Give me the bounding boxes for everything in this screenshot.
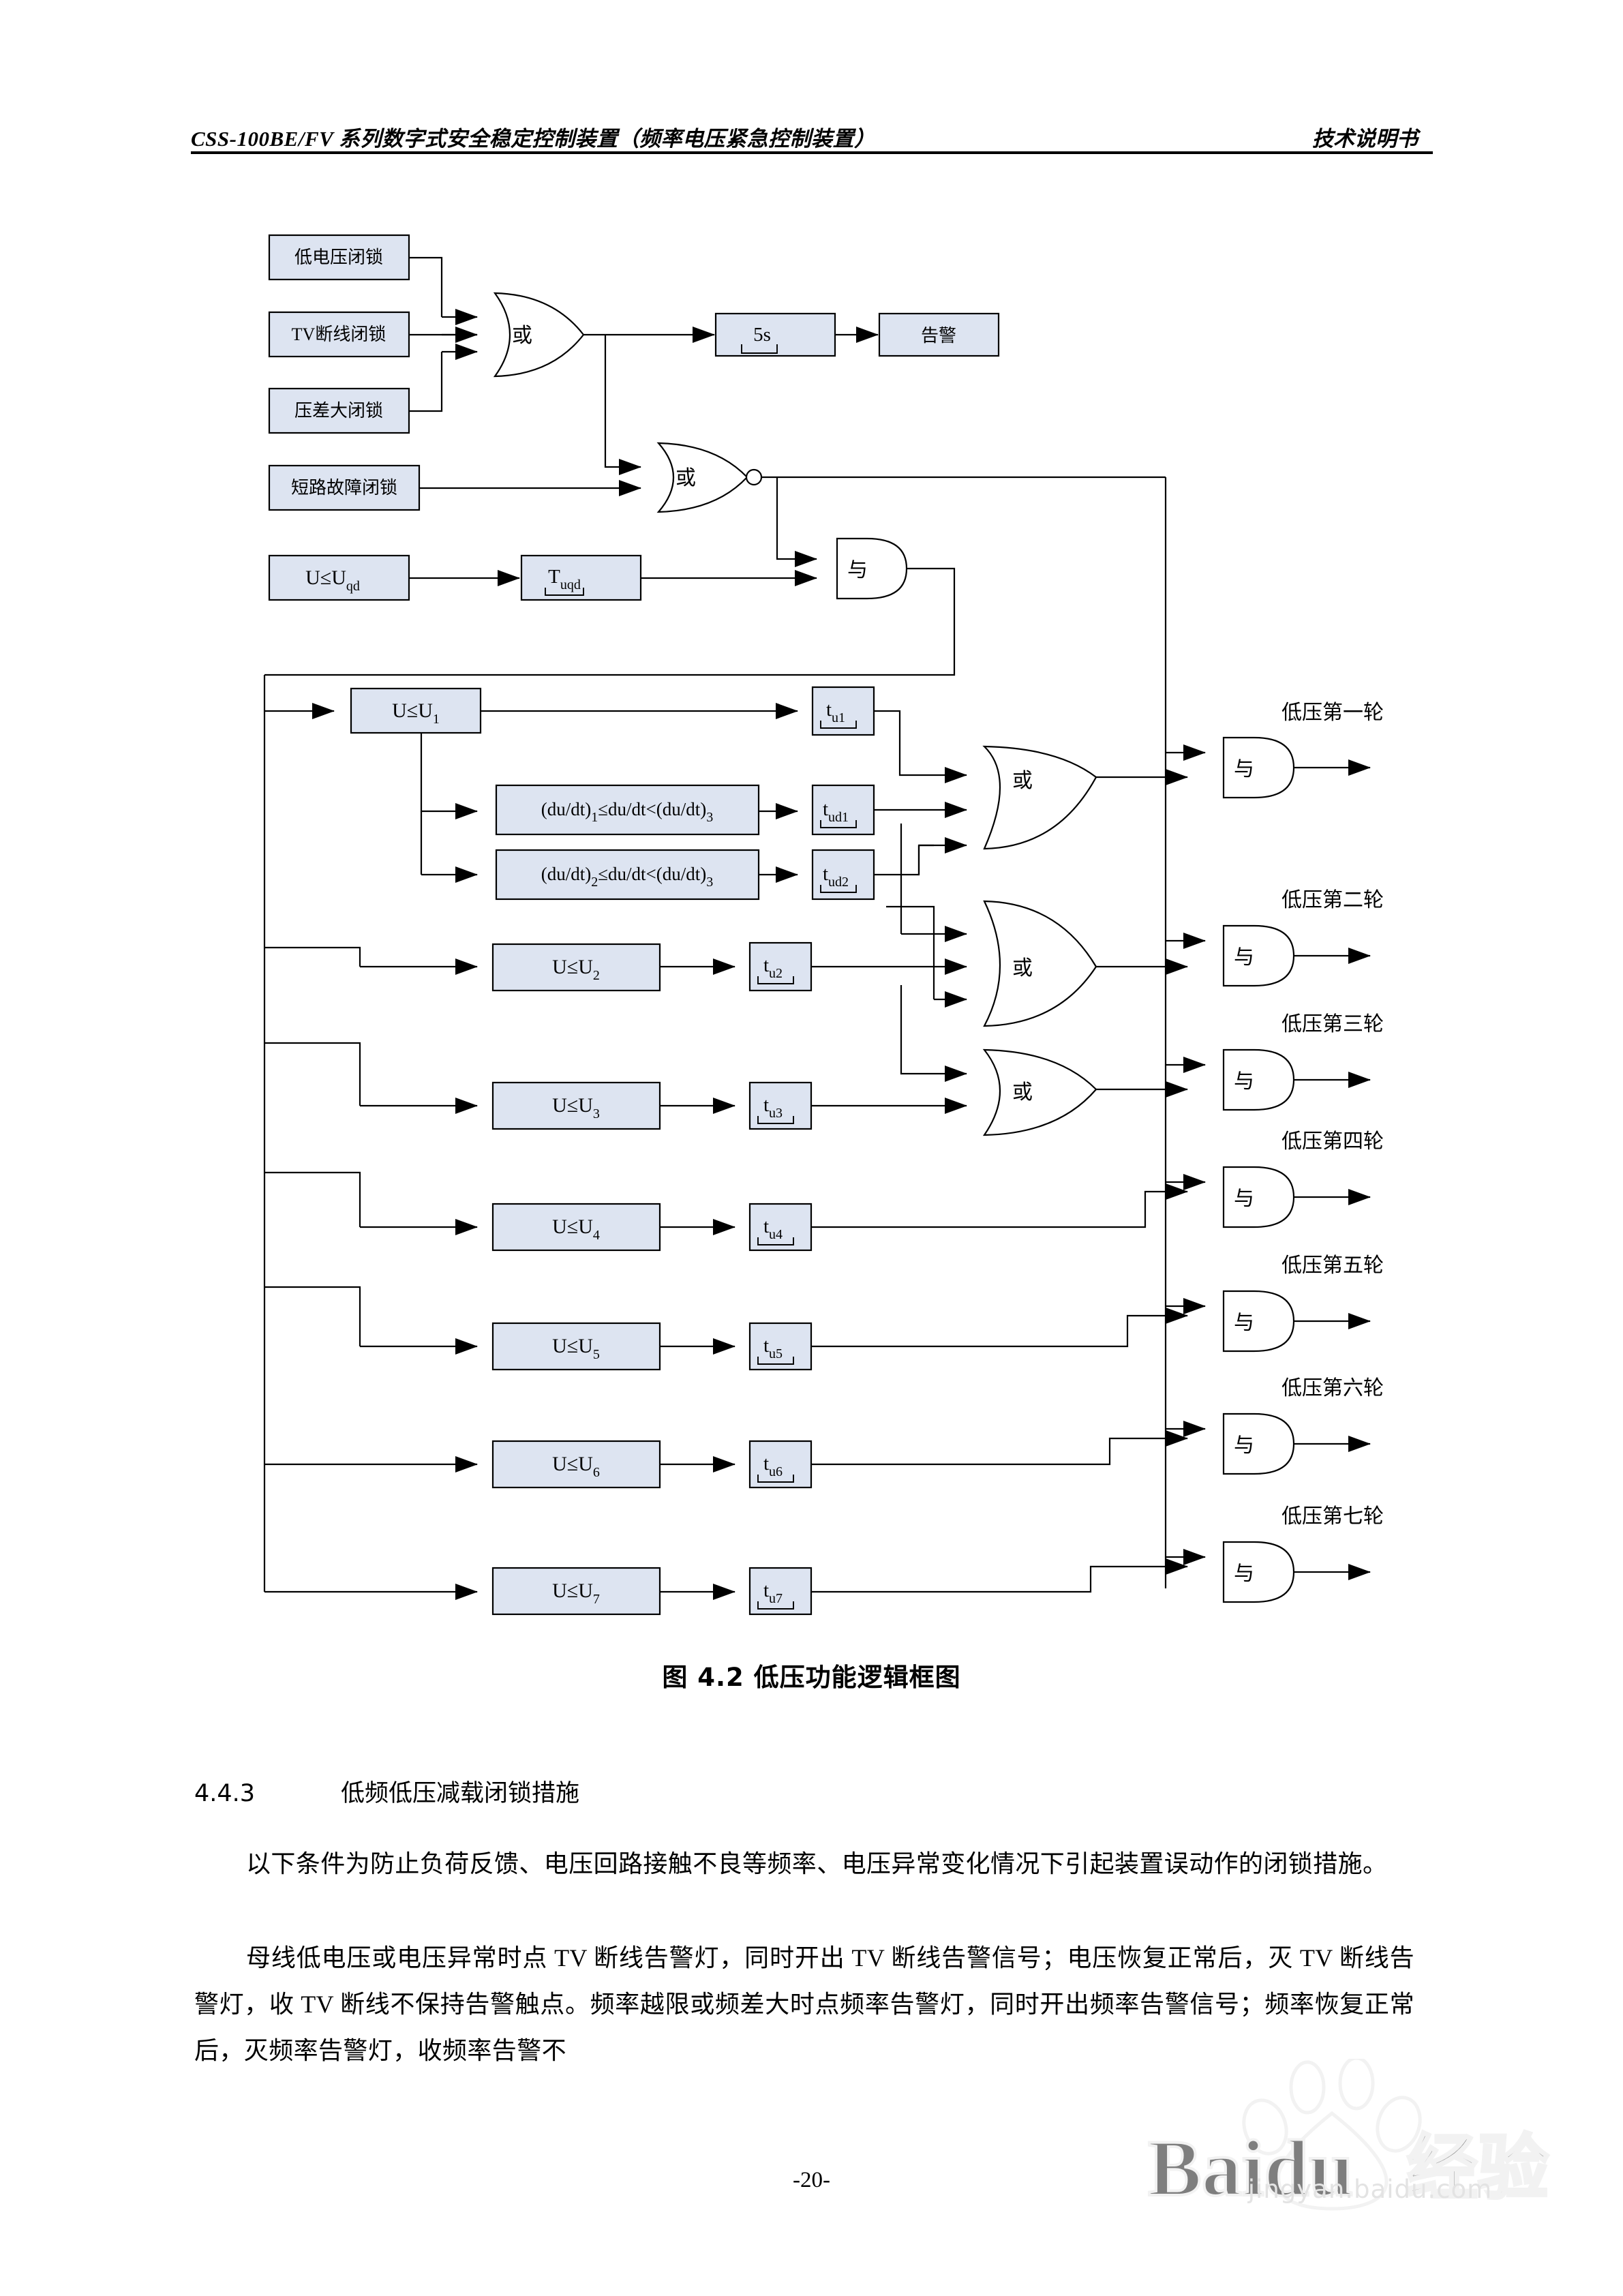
paragraph-1: 以下条件为防止负荷反馈、电压回路接触不良等频率、电压异常变化情况下引起装置误动作…	[246, 1850, 1388, 1877]
gate-label: 与	[1234, 1562, 1254, 1585]
and-gate-round-7: 与	[1222, 1541, 1295, 1603]
block-timer-u2: tu2	[748, 941, 813, 992]
block-label: 短路故障闭锁	[291, 478, 397, 498]
block-lock-short-circuit: 短路故障闭锁	[268, 464, 421, 511]
or-gate-round-3: 或	[982, 1048, 1097, 1136]
block-lock-tv-break: TV断线闭锁	[268, 311, 410, 358]
block-label: 压差大闭锁	[294, 401, 383, 421]
block-timer-ud1: tud1	[811, 784, 875, 836]
gate-label: 与	[1234, 1434, 1254, 1457]
gate-label: 与	[1234, 1312, 1254, 1334]
block-lock-big-diff: 压差大闭锁	[268, 387, 410, 434]
block-timer-u3: tu3	[748, 1081, 813, 1130]
header-title-right: 技术说明书	[1312, 127, 1418, 151]
block-label: U≤U7	[552, 1580, 600, 1607]
gate-label: 与	[1234, 1070, 1254, 1093]
block-timer-uqd: Tuqd	[520, 554, 642, 601]
timer-label: tu3	[763, 1094, 783, 1121]
section-number: 4.4.3	[194, 1780, 256, 1807]
alarm-label: 告警	[921, 326, 956, 346]
gate-label: 或	[676, 467, 696, 489]
block-timer-u4: tu4	[748, 1203, 813, 1252]
timer-label: tu5	[763, 1335, 783, 1361]
or-gate-round-2: 或	[983, 900, 1097, 1027]
block-cond-1: U≤U1	[350, 687, 482, 734]
block-alarm: 告警	[878, 312, 1000, 357]
timer-label: Tuqd	[548, 566, 581, 592]
and-gate-round-3: 与	[1222, 1048, 1295, 1111]
gate-label: 或	[1012, 770, 1033, 792]
nor-gate-block: 或	[656, 442, 763, 513]
block-label: U≤U4	[552, 1215, 600, 1243]
page-header: CSS-100BE/FV 系列数字式安全稳定控制装置（频率电压紧急控制装置） 技…	[191, 121, 1438, 152]
section-heading: 4.4.3 低频低压减载闭锁措施	[194, 1774, 579, 1809]
or-gate-alarm: 或	[493, 292, 585, 378]
section-title: 低频低压减载闭锁措施	[341, 1780, 580, 1807]
block-cond-7: U≤U7	[491, 1567, 661, 1616]
block-label: U≤U5	[552, 1335, 600, 1362]
block-cond-2: U≤U2	[491, 943, 661, 992]
block-label: U≤U3	[552, 1094, 600, 1121]
output-label-5: 低压第五轮	[1281, 1254, 1384, 1277]
block-cond-3: U≤U3	[491, 1081, 661, 1130]
gate-label: 或	[1012, 957, 1033, 980]
gate-label: 与	[1234, 1188, 1254, 1210]
block-timer-ud2: tud2	[811, 849, 875, 901]
block-dudt-1: (du/dt)1≤du/dt<(du/dt)3	[495, 784, 760, 836]
gate-label: 与	[1234, 758, 1254, 781]
gate-label: 与	[847, 559, 868, 581]
timer-label: tu7	[763, 1580, 783, 1606]
block-timer-u1: tu1	[811, 686, 875, 736]
and-gate-round-1: 与	[1222, 736, 1295, 799]
timer-label: tud1	[823, 798, 849, 825]
block-dudt-2: (du/dt)2≤du/dt<(du/dt)3	[495, 849, 760, 901]
output-label-3: 低压第三轮	[1281, 1013, 1384, 1036]
header-title-left: CSS-100BE/FV 系列数字式安全稳定控制装置（频率电压紧急控制装置）	[191, 127, 876, 151]
timer-label: tu6	[763, 1453, 783, 1479]
figure-caption: 图 4.2 低压功能逻辑框图	[662, 1663, 961, 1692]
and-gate-round-4: 与	[1222, 1166, 1295, 1228]
and-gate-uqd: 与	[836, 537, 908, 600]
block-cond-5: U≤U5	[491, 1322, 661, 1371]
delay-label: 5s	[753, 324, 771, 346]
timer-label: tud2	[823, 863, 849, 890]
output-label-6: 低压第六轮	[1281, 1377, 1384, 1400]
block-timer-u5: tu5	[748, 1322, 813, 1371]
output-label-2: 低压第二轮	[1281, 889, 1384, 911]
block-label: TV断线闭锁	[292, 324, 386, 344]
block-timer-u7: tu7	[748, 1567, 813, 1616]
output-label-1: 低压第一轮	[1281, 701, 1384, 724]
or-gate-round-1: 或	[982, 745, 1097, 850]
and-gate-round-5: 与	[1222, 1290, 1295, 1353]
watermark-url: jingyan.baidu.com	[1247, 2175, 1493, 2204]
timer-label: tu2	[763, 954, 783, 981]
gate-label: 或	[1012, 1081, 1033, 1104]
and-gate-round-6: 与	[1222, 1413, 1295, 1475]
block-label: (du/dt)1≤du/dt<(du/dt)3	[541, 799, 714, 825]
block-label: (du/dt)2≤du/dt<(du/dt)3	[541, 864, 714, 890]
block-label: U≤U6	[552, 1453, 600, 1480]
block-label: U≤U1	[392, 699, 440, 727]
block-label: U≤Uqd	[305, 567, 360, 594]
block-timer-u6: tu6	[748, 1440, 813, 1489]
block-lock-low-voltage: 低电压闭锁	[268, 234, 410, 281]
gate-label: 或	[512, 324, 532, 347]
block-label: 低电压闭锁	[294, 247, 383, 267]
page-number: -20-	[793, 2168, 830, 2192]
and-gate-round-2: 与	[1222, 924, 1295, 987]
block-cond-6: U≤U6	[491, 1440, 661, 1489]
block-label: U≤U2	[552, 956, 600, 983]
paragraph-2: 母线低电压或电压异常时点 TV 断线告警灯，同时开出 TV 断线告警信号；电压恢…	[194, 1944, 1414, 2064]
logic-block-diagram: 低电压闭锁 TV断线闭锁 压差大闭锁 或 5s	[263, 234, 1384, 1616]
timer-label: tu1	[826, 699, 845, 725]
timer-label: tu4	[763, 1215, 783, 1242]
output-label-4: 低压第四轮	[1281, 1130, 1384, 1153]
block-delay-5s: 5s	[714, 312, 836, 357]
output-label-7: 低压第七轮	[1281, 1505, 1384, 1528]
gate-label: 与	[1234, 946, 1254, 969]
block-u-qd: U≤Uqd	[268, 554, 410, 601]
header-rule	[191, 151, 1433, 154]
block-cond-4: U≤U4	[491, 1203, 661, 1252]
